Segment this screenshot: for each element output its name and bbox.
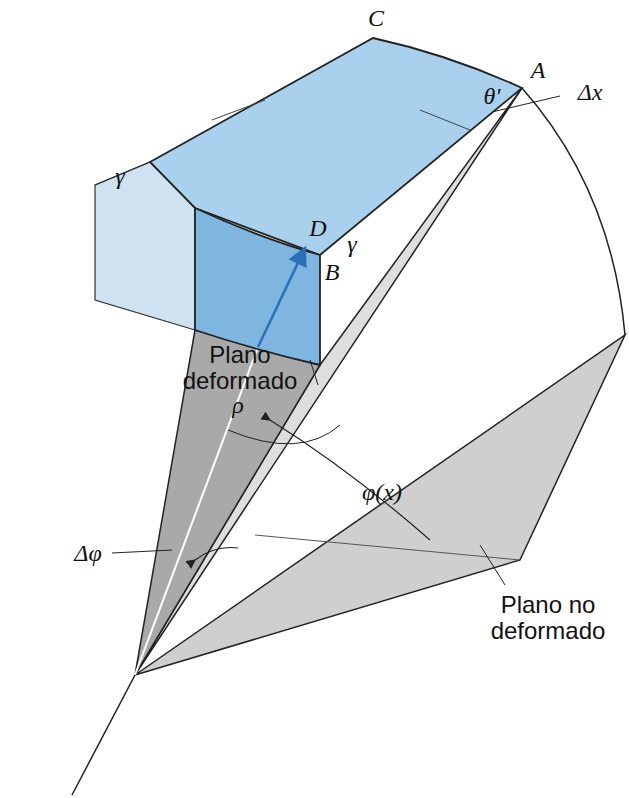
angle-label: Δφ xyxy=(74,540,101,566)
plane-label: Plano no deformado xyxy=(483,592,613,645)
plane-label: Plano deformado xyxy=(175,342,305,395)
strain-label: γ xyxy=(115,163,124,189)
point-label: C xyxy=(368,5,384,31)
angle-label: φ(x) xyxy=(362,479,402,505)
point-label: B xyxy=(325,259,340,285)
angle-label: θ′ xyxy=(483,83,500,109)
point-label: A xyxy=(531,57,546,83)
length-label: Δx xyxy=(578,79,603,105)
radius-label: ρ xyxy=(232,392,244,418)
strain-label: γ xyxy=(347,231,356,257)
point-label: D xyxy=(309,215,326,241)
